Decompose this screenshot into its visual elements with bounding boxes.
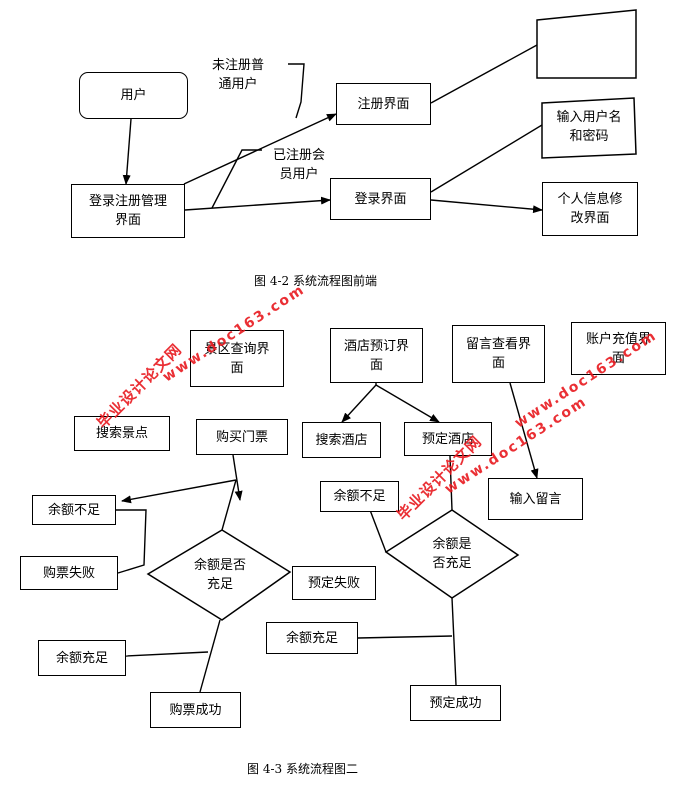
edge-hotel-to-book bbox=[375, 384, 440, 423]
node-ticket-failed: 购票失败 bbox=[20, 556, 118, 590]
edge-mgmt-to-register bbox=[183, 113, 337, 185]
node-search-hotel: 搜索酒店 bbox=[302, 422, 381, 458]
input-credentials-shape bbox=[541, 97, 637, 159]
node-account-recharge: 账户充值界 面 bbox=[571, 322, 666, 375]
edge-buy-to-diamond bbox=[221, 479, 237, 531]
caption-figure-4-3: 图 4-3 系统流程图二 bbox=[247, 762, 358, 776]
edge-register-to-box bbox=[430, 44, 538, 104]
edge-message-to-input bbox=[509, 382, 539, 479]
node-booking-failed: 预定失败 bbox=[292, 566, 376, 600]
edge-diamond-to-booking-success bbox=[451, 597, 457, 686]
node-login-screen: 登录界面 bbox=[330, 178, 431, 220]
node-input-credentials-label: 输入用户名 和密码 bbox=[556, 110, 622, 144]
node-register-screen: 注册界面 bbox=[336, 83, 431, 125]
ticket-balance-diamond bbox=[146, 529, 292, 621]
node-book-hotel: 预定酒店 bbox=[404, 422, 492, 456]
edge-unregistered-callout bbox=[288, 63, 305, 119]
node-ticket-balance-check: 余额是否 充足 bbox=[193, 558, 246, 592]
node-login-register-management: 登录注册管理 界面 bbox=[71, 184, 185, 238]
caption-figure-4-2: 图 4-2 系统流程图前端 bbox=[254, 274, 377, 288]
node-scenic-query: 景区查询界 面 bbox=[190, 330, 284, 387]
node-booking-success: 预定成功 bbox=[410, 685, 501, 721]
label-unregistered-user: 未注册普 通用户 bbox=[211, 58, 264, 92]
edge-user-to-login-mgmt bbox=[122, 118, 132, 185]
edge-hotel-to-search bbox=[341, 384, 377, 423]
edge-diamond-to-sufficient bbox=[125, 651, 209, 657]
node-profile-edit: 个人信息修 改界面 bbox=[542, 182, 638, 236]
unlabeled-trapezoid-box bbox=[536, 9, 637, 79]
node-input-message: 输入留言 bbox=[488, 478, 583, 520]
node-ticket-sufficient: 余额充足 bbox=[38, 640, 126, 676]
label-registered-member: 已注册会 员用户 bbox=[272, 148, 325, 182]
edge-diamond-to-success bbox=[199, 619, 221, 693]
node-ticket-success: 购票成功 bbox=[150, 692, 241, 728]
node-hotel-insufficient: 余额不足 bbox=[320, 481, 399, 512]
node-buy-ticket: 购买门票 bbox=[196, 419, 288, 455]
node-search-scenic: 搜索景点 bbox=[74, 416, 170, 451]
node-message-view: 留言查看界 面 bbox=[452, 325, 545, 383]
edge-buy-to-branch bbox=[232, 454, 243, 501]
edge-insufficient-to-failed bbox=[116, 509, 147, 574]
edge-registered-callout bbox=[211, 149, 262, 209]
edge-mgmt-to-login bbox=[184, 196, 331, 211]
node-ticket-insufficient: 余额不足 bbox=[32, 495, 116, 525]
node-hotel-balance-check: 余额是 否充足 bbox=[432, 537, 472, 571]
edge-buy-to-insufficient bbox=[121, 479, 237, 504]
edge-login-to-profile bbox=[430, 199, 543, 214]
edge-diamond-to-hotel-sufficient bbox=[357, 635, 453, 639]
edge-book-to-diamond bbox=[449, 455, 453, 511]
hotel-balance-diamond bbox=[384, 509, 520, 599]
edge-login-to-credentials bbox=[430, 124, 543, 193]
edge-hotel-insufficient-to-failed bbox=[369, 509, 387, 553]
node-hotel-booking: 酒店预订界 面 bbox=[330, 328, 423, 383]
node-hotel-sufficient: 余额充足 bbox=[266, 622, 358, 654]
node-user: 用户 bbox=[79, 72, 188, 119]
